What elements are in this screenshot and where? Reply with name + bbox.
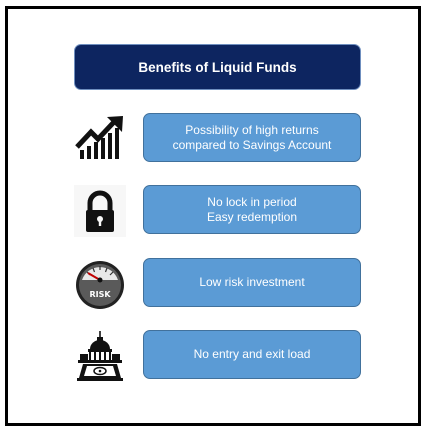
risk-meter-label: RISK (89, 290, 111, 299)
benefit-card-low-risk: Low risk investment (143, 258, 361, 307)
benefit-text-line: Possibility of high returns (185, 122, 319, 137)
benefit-text-line: Easy redemption (206, 209, 298, 224)
benefit-text-line: No entry and exit load (193, 347, 311, 361)
infographic-title: Benefits of Liquid Funds (74, 44, 361, 90)
capitol-money-icon (74, 330, 126, 382)
benefit-text-line: Low risk investment (199, 275, 305, 289)
benefit-text-line: compared to Savings Account (172, 137, 332, 152)
benefit-card-no-lock-in: No lock in period Easy redemption (143, 185, 361, 234)
benefit-card-high-returns: Possibility of high returns compared to … (143, 113, 361, 162)
risk-meter-icon: RISK (74, 258, 126, 310)
padlock-icon (74, 185, 126, 237)
growth-chart-icon (74, 113, 126, 165)
benefit-card-no-load: No entry and exit load (143, 330, 361, 379)
benefit-text-line: No lock in period (207, 194, 297, 209)
